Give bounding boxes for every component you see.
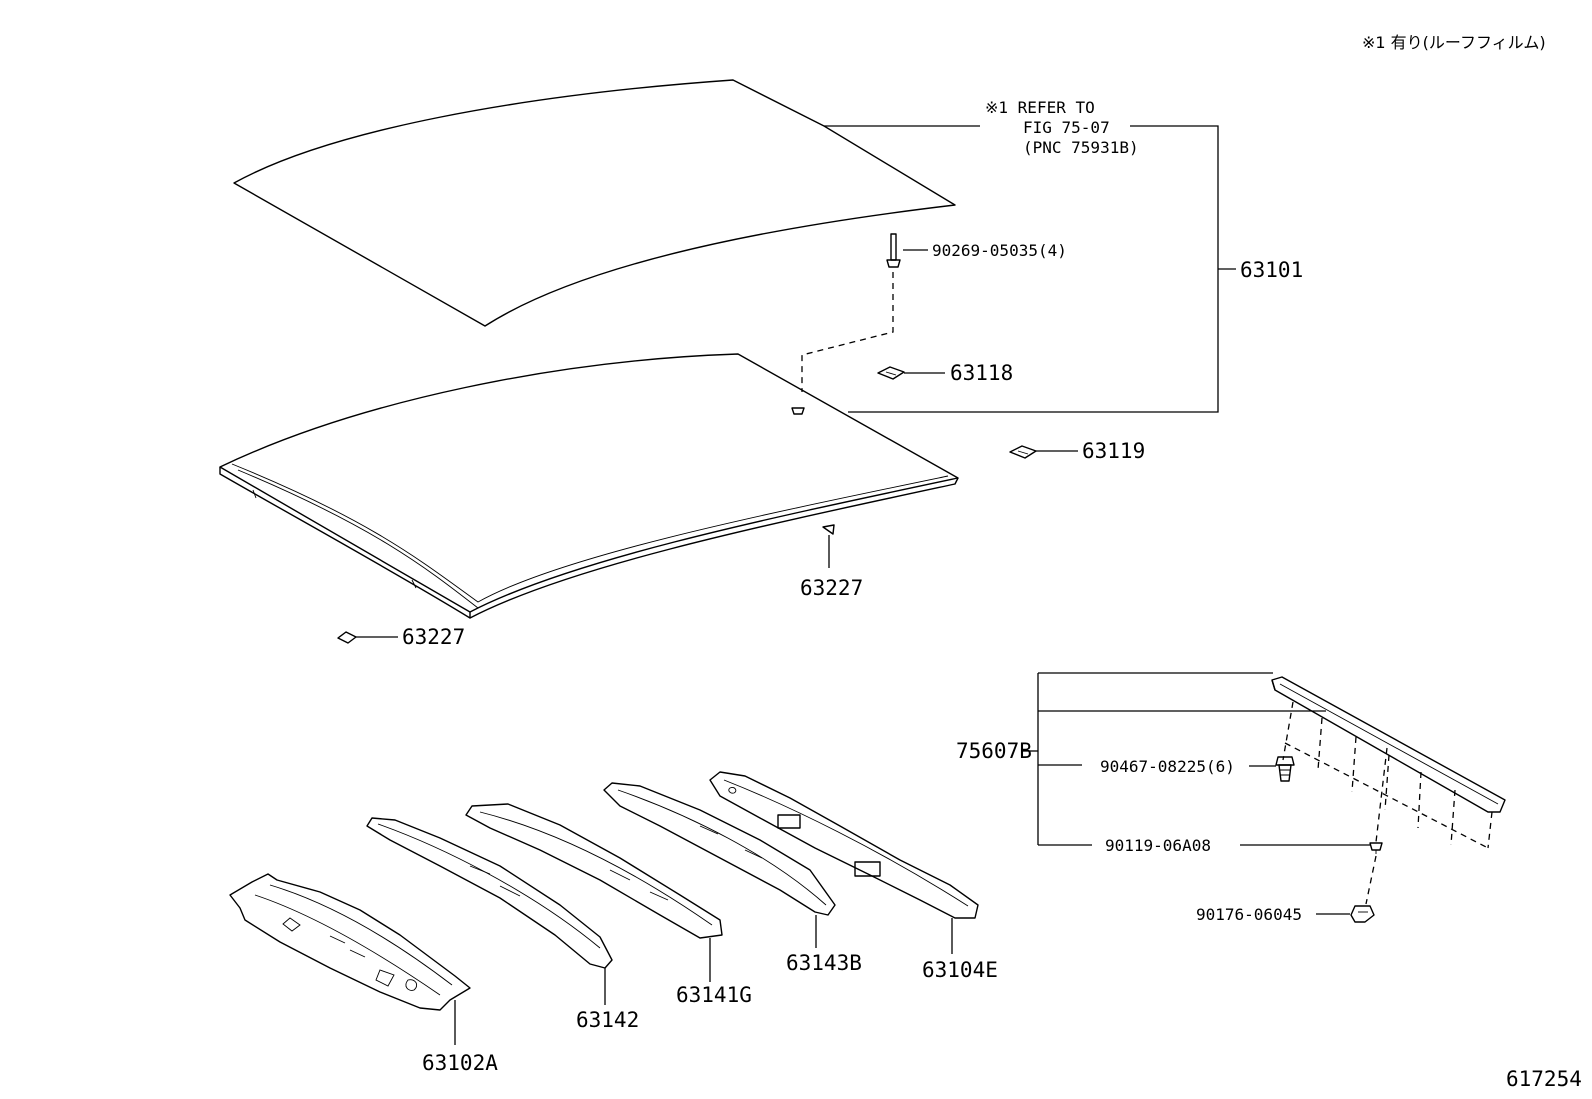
roof-panel [219, 353, 959, 619]
label-90176: 90176-06045 [1196, 905, 1302, 924]
screw-90119 [1369, 842, 1383, 854]
label-63119: 63119 [1082, 439, 1145, 463]
figure-id: 617254 [1506, 1067, 1582, 1091]
dashed-guide-screw [1365, 855, 1377, 905]
label-63118: 63118 [950, 361, 1013, 385]
roof-film-sheet [233, 79, 956, 327]
roof-bow-63143B [603, 782, 836, 916]
rear-header-63104E [709, 771, 979, 919]
reference-note-line3: (PNC 75931B) [1023, 138, 1139, 157]
label-63143B: 63143B [786, 951, 862, 975]
front-header-63102A [229, 873, 471, 1011]
nut-90176 [1350, 905, 1375, 923]
reference-note-line2: FIG 75-07 [1023, 118, 1110, 137]
label-63227-left: 63227 [402, 625, 465, 649]
reference-note: ※1 REFER TO FIG 75-07 (PNC 75931B) [985, 98, 1139, 157]
bracket-63101 [848, 125, 1219, 413]
clip-63119 [1009, 445, 1037, 459]
label-63142: 63142 [576, 1008, 639, 1032]
label-90467: 90467-08225(6) [1100, 757, 1235, 776]
bolt-90269 [886, 233, 901, 268]
reference-note-line1: ※1 REFER TO [985, 98, 1095, 117]
clip-90467 [1275, 756, 1295, 782]
pad-63227-left [337, 631, 357, 644]
label-63227-center: 63227 [800, 576, 863, 600]
label-63104E: 63104E [922, 958, 998, 982]
header-note: ※1 有り(ルーフフィルム) [1362, 33, 1546, 52]
label-75607B: 75607B [956, 739, 1032, 763]
roof-bow-63142 [366, 817, 613, 969]
clip-63118 [877, 366, 905, 380]
roof-bow-63141G [465, 803, 723, 939]
roof-molding-75607B [1271, 676, 1506, 813]
label-63102A: 63102A [422, 1051, 498, 1075]
label-63101: 63101 [1240, 258, 1303, 282]
label-90269: 90269-05035(4) [932, 241, 1067, 260]
pad-63227-center [822, 524, 835, 535]
dashed-clip-guides [1282, 701, 1493, 849]
label-63141G: 63141G [676, 983, 752, 1007]
label-90119: 90119-06A08 [1105, 836, 1211, 855]
